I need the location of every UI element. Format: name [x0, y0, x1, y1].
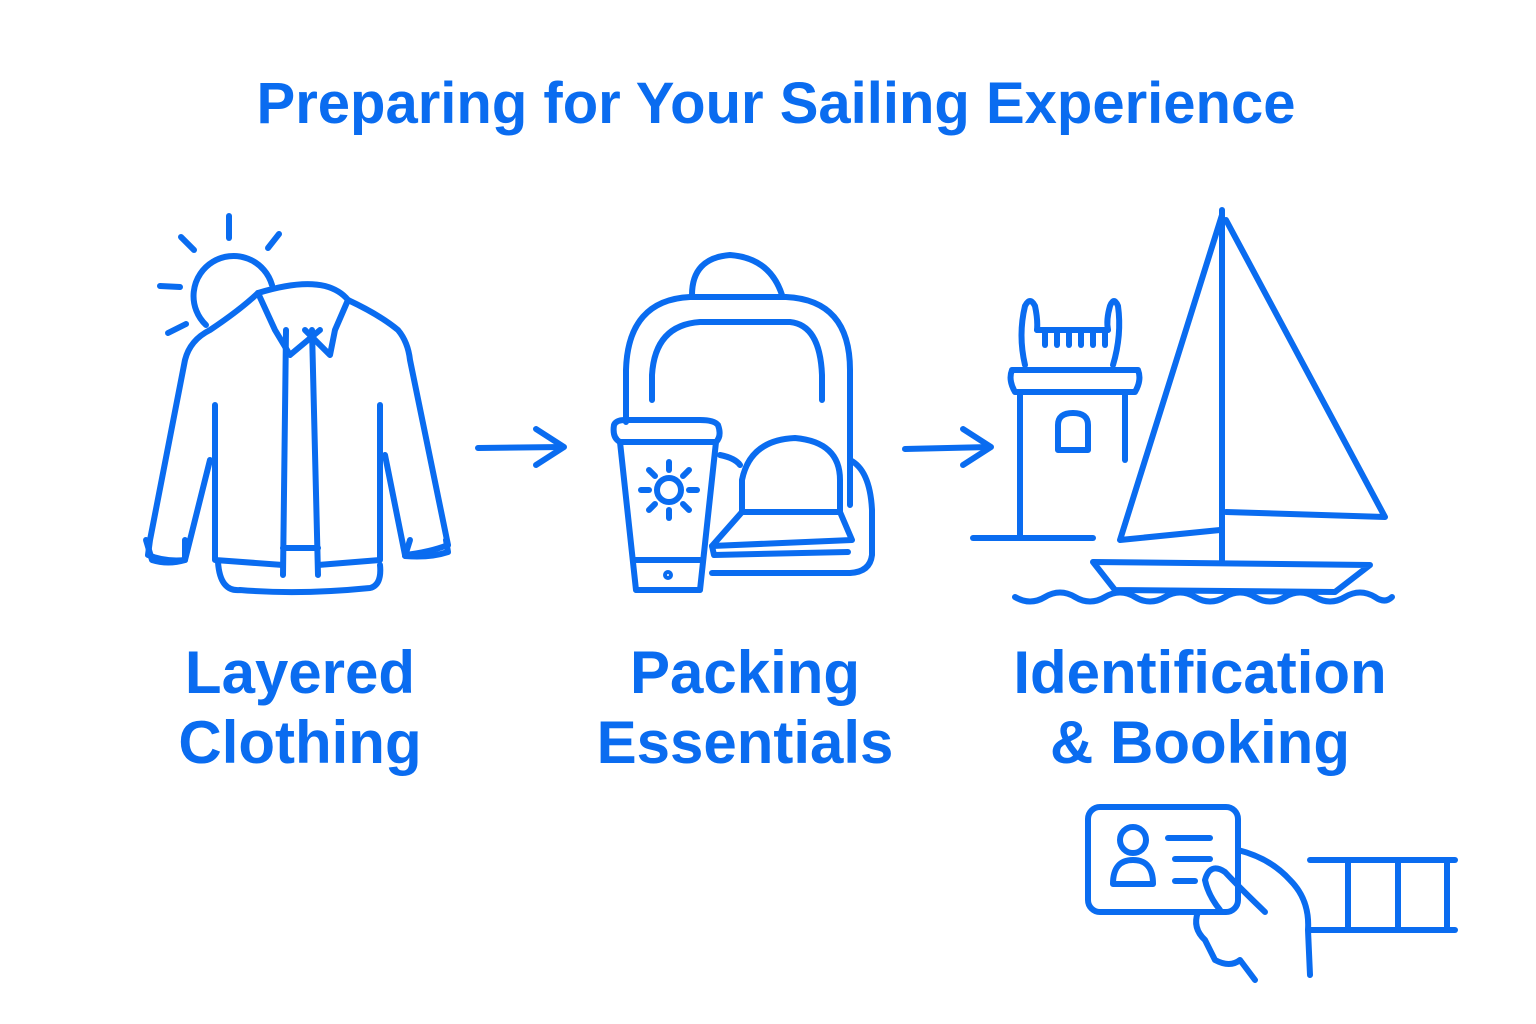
- step-label-line: Essentials: [596, 709, 894, 776]
- page-title: Preparing for Your Sailing Experience: [256, 71, 1296, 136]
- step-label-line: & Booking: [1050, 709, 1350, 776]
- arrow-right-icon: [475, 426, 567, 468]
- step-label-identification-booking: Identification & Booking: [985, 638, 1415, 778]
- step-label-line: Identification: [1013, 639, 1387, 706]
- tower-sailboat-icon: [970, 207, 1395, 605]
- step-label-line: Layered: [184, 639, 416, 706]
- step-label-packing-essentials: Packing Essentials: [585, 638, 905, 778]
- jacket-with-sun-icon: [143, 213, 451, 596]
- step-label-line: Packing: [629, 639, 861, 706]
- backpack-sunscreen-cap-icon: [610, 252, 875, 593]
- arrow-right-icon: [902, 426, 994, 468]
- hand-holding-id-card-with-gangway-icon: [1085, 804, 1458, 983]
- step-label-layered-clothing: Layered Clothing: [140, 638, 460, 778]
- step-label-line: Clothing: [178, 709, 422, 776]
